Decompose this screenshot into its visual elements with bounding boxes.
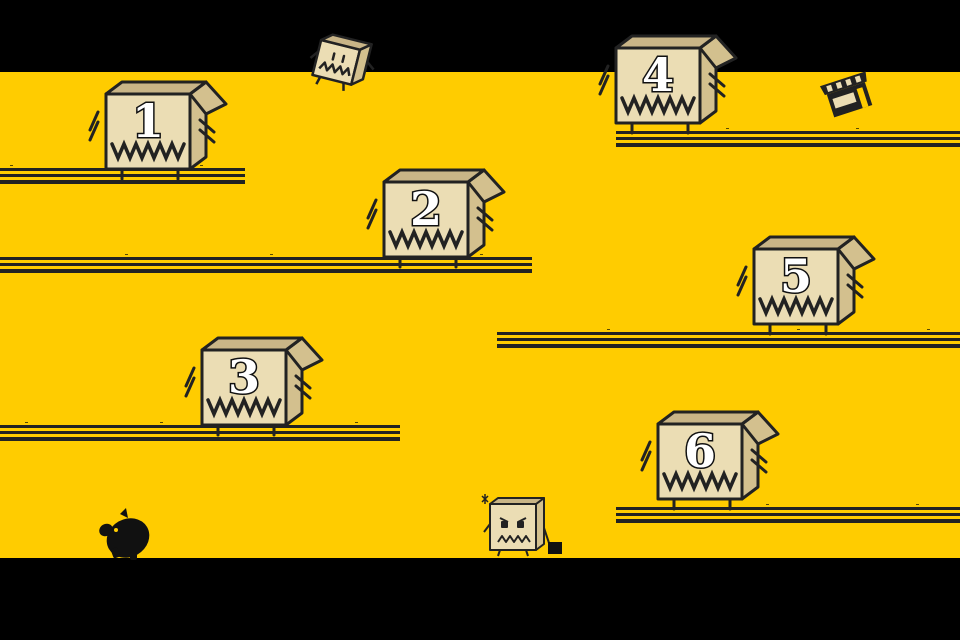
bottom-letterbox [0, 558, 960, 640]
level-number: 6 [682, 424, 717, 478]
box-character-player [478, 494, 568, 558]
level-number: 3 [226, 350, 261, 404]
level-number: 2 [408, 182, 443, 236]
cardboard-box-monster-icon [366, 168, 506, 269]
level-box-1[interactable]: 1 [88, 72, 228, 182]
level-box-2[interactable]: 2 [366, 160, 506, 270]
cardboard-box-monster-icon [736, 235, 876, 336]
cardboard-box-monster-icon [640, 410, 780, 511]
shelf [616, 128, 960, 149]
shelf [0, 422, 400, 443]
top-letterbox [0, 0, 960, 72]
cardboard-box-monster-icon [598, 34, 738, 135]
piggy-bank-icon[interactable] [96, 508, 154, 560]
cardboard-box-monster-icon [184, 336, 324, 437]
cardboard-box-monster-icon [88, 80, 228, 181]
shelf [616, 504, 960, 525]
level-box-4[interactable]: 4 [598, 26, 738, 136]
shop-stall-icon[interactable] [818, 70, 878, 120]
level-box-6[interactable]: 6 [640, 402, 780, 512]
level-box-3[interactable]: 3 [184, 328, 324, 438]
level-number: 1 [130, 94, 165, 148]
level-number: 5 [778, 249, 813, 303]
shelf [0, 254, 532, 275]
level-number: 4 [640, 48, 675, 102]
level-box-5[interactable]: 5 [736, 227, 876, 337]
shelf [497, 329, 960, 350]
flying-box-creature-icon [308, 33, 378, 94]
